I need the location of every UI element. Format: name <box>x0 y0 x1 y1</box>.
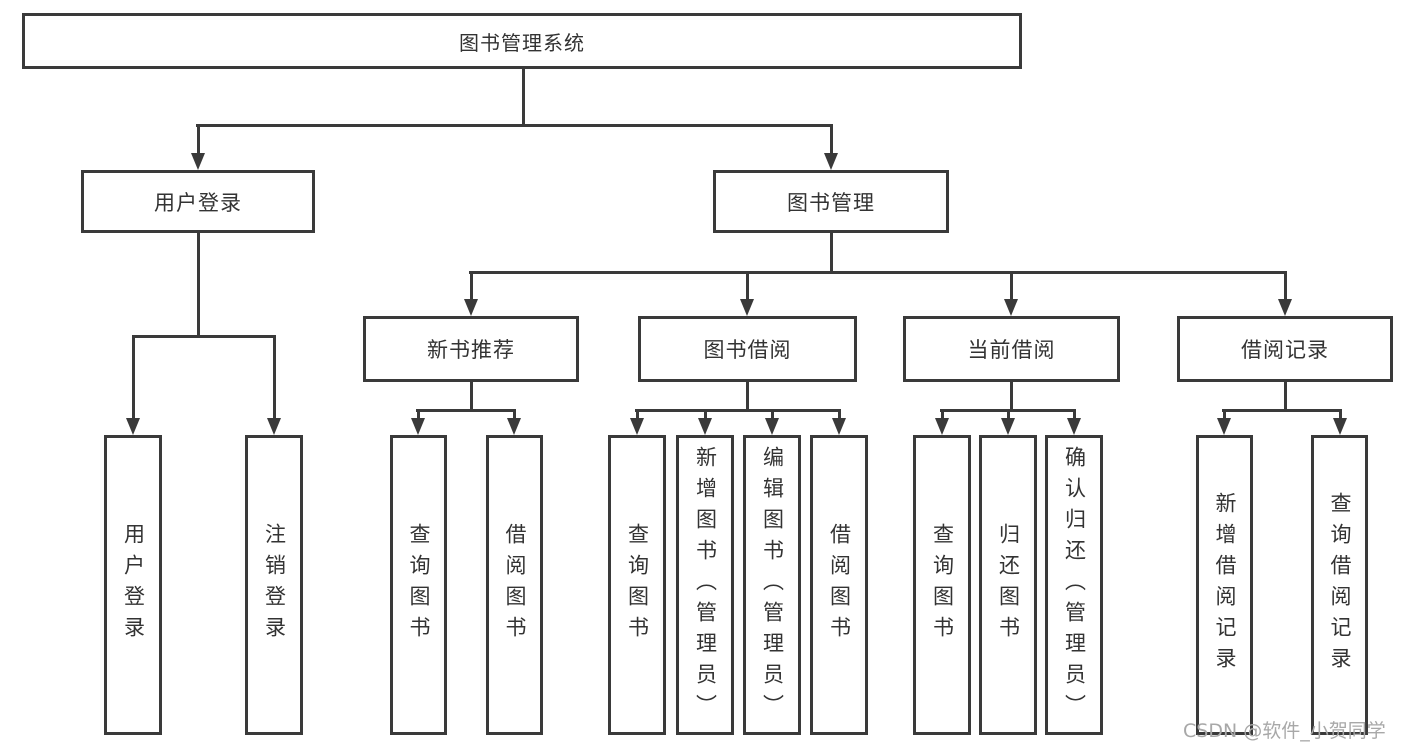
leaf-records-add-record: 新增借阅记录 <box>1196 435 1253 735</box>
leaf-logout: 注销登录 <box>245 435 303 735</box>
arrow-down-icon <box>1067 418 1081 435</box>
leaf-borrowing-edit-book: 编辑图书（管理员） <box>743 435 801 735</box>
leaf-records-add-record-label: 新增借阅记录 <box>1213 492 1237 678</box>
connector-current-borrowing-trunk <box>1009 382 1013 411</box>
node-user-login: 用户登录 <box>81 170 315 233</box>
arrow-down-icon <box>126 418 140 435</box>
connector-stub <box>1222 409 1226 419</box>
arrow-down-icon <box>191 153 205 170</box>
node-book-borrowing: 图书借阅 <box>638 316 857 382</box>
arrow-down-icon <box>411 418 425 435</box>
connector-stub-current-borrowing <box>1009 271 1013 299</box>
node-current-borrowing: 当前借阅 <box>903 316 1120 382</box>
arrow-down-icon <box>1278 299 1292 316</box>
leaf-current-confirm-return: 确认归还（管理员） <box>1045 435 1103 735</box>
node-root: 图书管理系统 <box>22 13 1022 69</box>
connector-stub <box>416 409 420 419</box>
connector-stub <box>512 409 516 419</box>
arrow-down-icon <box>935 418 949 435</box>
arrow-down-icon <box>267 418 281 435</box>
connector-user-login-branch <box>132 335 276 338</box>
connector-stub <box>635 409 639 419</box>
node-new-book-recommend: 新书推荐 <box>363 316 579 382</box>
connector-book-management-branch <box>469 271 1287 274</box>
arrow-down-icon <box>698 418 712 435</box>
arrow-down-icon <box>1333 418 1347 435</box>
leaf-borrowing-query-book-label: 查询图书 <box>625 523 650 647</box>
arrow-down-icon <box>765 418 779 435</box>
node-user-login-label: 用户登录 <box>154 190 242 215</box>
connector-stub <box>1072 409 1076 419</box>
arrow-down-icon <box>740 299 754 316</box>
leaf-borrowing-add-book: 新增图书（管理员） <box>676 435 734 735</box>
leaf-borrowing-borrow-book-label: 借阅图书 <box>827 523 852 647</box>
node-book-borrowing-label: 图书借阅 <box>703 338 792 362</box>
leaf-borrowing-borrow-book: 借阅图书 <box>810 435 868 735</box>
arrow-down-icon <box>630 418 644 435</box>
csdn-watermark: CSDN @软件_小贺同学 <box>1183 720 1386 742</box>
connector-stub-new-book-recommend <box>469 271 473 299</box>
connector-stub <box>1338 409 1342 419</box>
connector-stub <box>703 409 707 419</box>
connector-stub <box>940 409 944 419</box>
connector-new-book-recommend-branch <box>416 409 516 412</box>
node-borrowing-records: 借阅记录 <box>1177 316 1393 382</box>
connector-new-book-recommend-trunk <box>469 382 473 411</box>
node-new-book-recommend-label: 新书推荐 <box>427 338 515 362</box>
leaf-recommend-borrow-book: 借阅图书 <box>486 435 543 735</box>
connector-borrowing-records-trunk <box>1283 382 1287 411</box>
leaf-recommend-query-book-label: 查询图书 <box>407 523 431 647</box>
connector-stub-book-borrowing <box>745 271 749 299</box>
connector-stub-leaf-logout <box>272 335 276 419</box>
node-book-management-label: 图书管理 <box>787 190 875 215</box>
leaf-recommend-borrow-book-label: 借阅图书 <box>503 523 527 647</box>
arrow-down-icon <box>507 418 521 435</box>
connector-borrowing-records-branch <box>1222 409 1342 412</box>
connector-stub-leaf-user-login <box>131 335 135 419</box>
leaf-current-query-book: 查询图书 <box>913 435 971 735</box>
leaf-current-return-book-label: 归还图书 <box>996 523 1021 647</box>
leaf-logout-label: 注销登录 <box>262 523 287 647</box>
arrow-down-icon <box>1004 299 1018 316</box>
connector-book-borrowing-branch <box>635 409 841 412</box>
connector-book-borrowing-trunk <box>745 382 749 411</box>
leaf-borrowing-edit-book-label: 编辑图书（管理员） <box>760 445 785 725</box>
arrow-down-icon <box>1001 418 1015 435</box>
arrow-down-icon <box>824 153 838 170</box>
connector-stub-borrowing-records <box>1283 271 1287 299</box>
connector-user-login-trunk <box>196 233 200 337</box>
leaf-records-query-record-label: 查询借阅记录 <box>1328 492 1352 678</box>
leaf-borrowing-add-book-label: 新增图书（管理员） <box>693 445 718 725</box>
node-root-label: 图书管理系统 <box>459 30 585 55</box>
node-book-management: 图书管理 <box>713 170 949 233</box>
leaf-user-login: 用户登录 <box>104 435 162 735</box>
arrow-down-icon <box>832 418 846 435</box>
arrow-down-icon <box>464 299 478 316</box>
connector-stub <box>1006 409 1010 419</box>
connector-stub-book-management <box>829 124 833 154</box>
leaf-current-query-book-label: 查询图书 <box>930 523 955 647</box>
node-current-borrowing-label: 当前借阅 <box>967 338 1056 362</box>
connector-stub <box>770 409 774 419</box>
leaf-records-query-record: 查询借阅记录 <box>1311 435 1368 735</box>
node-borrowing-records-label: 借阅记录 <box>1241 338 1329 362</box>
leaf-recommend-query-book: 查询图书 <box>390 435 447 735</box>
connector-book-management-trunk <box>829 233 833 273</box>
connector-root-branch <box>196 124 833 127</box>
connector-stub <box>837 409 841 419</box>
arrow-down-icon <box>1217 418 1231 435</box>
leaf-current-confirm-return-label: 确认归还（管理员） <box>1062 445 1087 725</box>
connector-stub-user-login <box>196 124 200 154</box>
leaf-borrowing-query-book: 查询图书 <box>608 435 666 735</box>
connector-root-trunk <box>521 68 525 127</box>
leaf-current-return-book: 归还图书 <box>979 435 1037 735</box>
leaf-user-login-label: 用户登录 <box>121 523 146 647</box>
